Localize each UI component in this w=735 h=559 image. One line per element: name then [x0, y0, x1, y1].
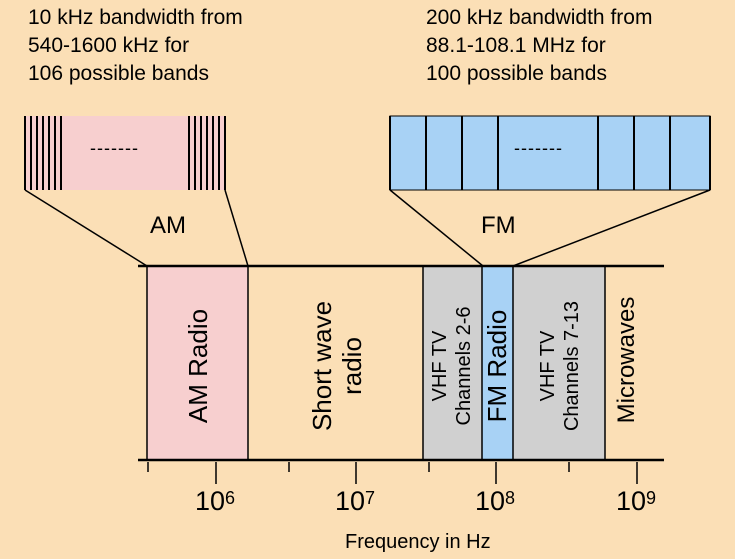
- axis-label: Frequency in Hz: [345, 531, 491, 553]
- fm-radio-band: [482, 266, 513, 460]
- microwaves-label: Microwaves: [613, 296, 640, 424]
- fm-channel-lines: [389, 116, 711, 190]
- am-label: AM: [150, 212, 186, 239]
- am-radio-band: [147, 266, 248, 460]
- tick-label-1e8: 108: [475, 486, 516, 516]
- fm-caption: 200 kHz bandwidth from 88.1-108.1 MHz fo…: [426, 6, 653, 85]
- fm-zoom-box: [389, 115, 711, 191]
- zoom-connectors: [24, 189, 711, 267]
- vhf-high-band: [513, 266, 605, 460]
- fm-label: FM: [481, 212, 516, 239]
- short-wave-label: Short wave radio: [307, 300, 367, 432]
- am-channels-ellipsis: -------: [90, 138, 139, 158]
- axis-ticks: [147, 462, 638, 484]
- spectrum-strip-borders: [138, 264, 664, 462]
- tick-label-1e7: 107: [335, 486, 376, 516]
- fm-radio-label: FM Radio: [482, 309, 512, 423]
- band-dividers: [146, 266, 606, 460]
- tick-label-1e6: 106: [195, 486, 236, 516]
- vhf-high-label: VHF TV Channels 7-13: [537, 300, 583, 432]
- vhf-low-label: VHF TV Channels 2-6: [429, 306, 475, 426]
- am-zoom-box: [25, 116, 225, 190]
- tick-label-1e9: 109: [616, 486, 657, 516]
- am-radio-label: AM Radio: [183, 308, 213, 424]
- am-caption: 10 kHz bandwidth from 540-1600 kHz for 1…: [28, 6, 243, 85]
- am-channel-lines: [24, 116, 226, 190]
- vhf-low-band: [423, 266, 482, 460]
- fm-channels-ellipsis: -------: [514, 138, 563, 158]
